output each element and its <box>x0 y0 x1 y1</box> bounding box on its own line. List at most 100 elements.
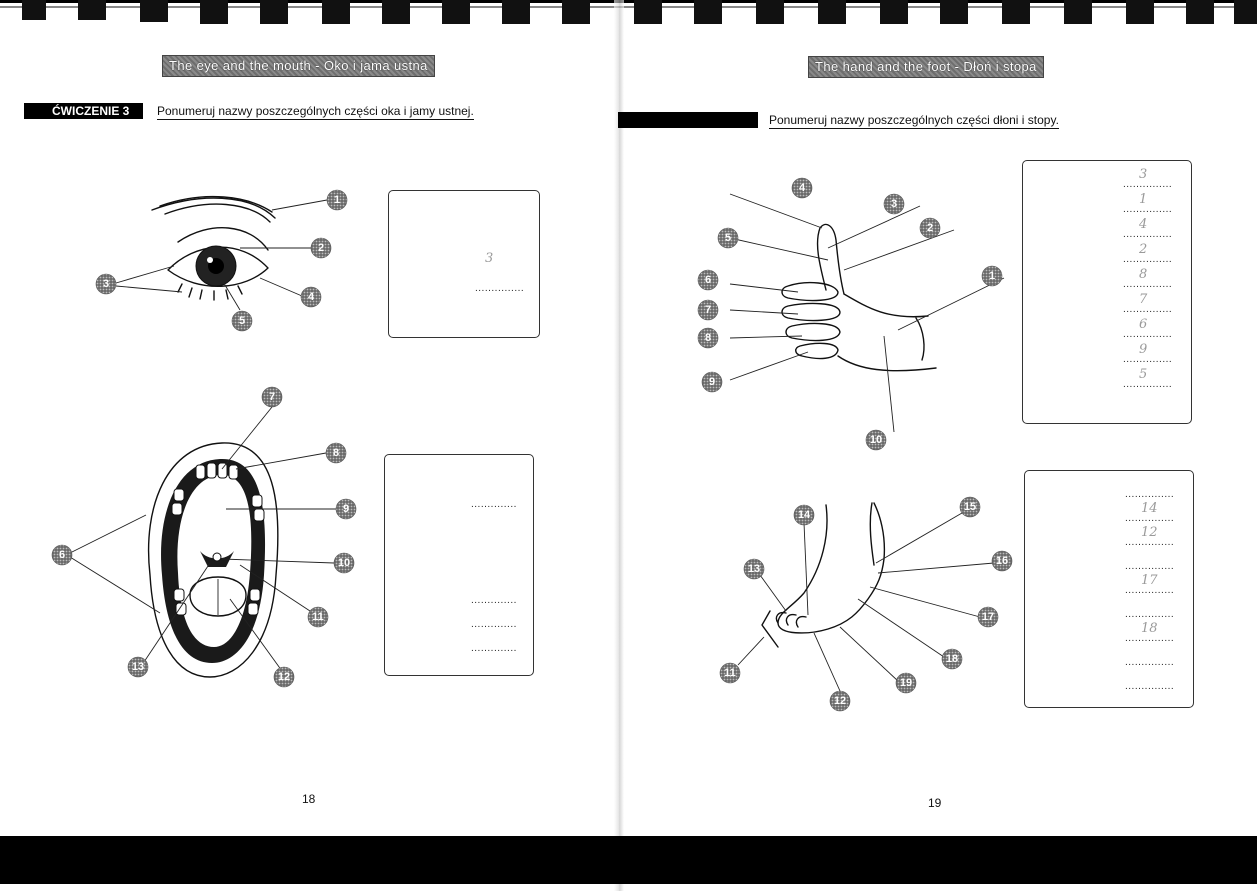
marker-19: 19 <box>895 672 917 694</box>
svg-text:12: 12 <box>834 695 846 707</box>
page-title-eye-mouth: The eye and the mouth - Oko i jama ustna <box>162 55 435 77</box>
handwritten-answer: 5 <box>1139 367 1148 382</box>
svg-text:9: 9 <box>343 503 349 515</box>
eye-illustration <box>115 195 328 311</box>
svg-text:1: 1 <box>989 270 995 282</box>
instruction-hand-foot: Ponumeruj nazwy poszczególnych części dł… <box>769 113 1059 129</box>
answer-line: ............... <box>1123 354 1173 365</box>
marker-15: 15 <box>959 496 981 518</box>
marker-12: 12 <box>273 666 295 688</box>
exercise-label: ĆWICZENIE 3 <box>24 103 144 119</box>
marker-7: 7 <box>697 299 719 321</box>
handwritten-answer: 12 <box>1141 525 1158 540</box>
answer-line: ............... <box>1125 681 1175 692</box>
marker-11: 11 <box>719 662 741 684</box>
instruction-eye-mouth: Ponumeruj nazwy poszczególnych części ok… <box>157 104 474 120</box>
book-gutter <box>614 0 624 891</box>
svg-text:17: 17 <box>982 611 994 623</box>
svg-text:3: 3 <box>103 278 109 290</box>
marker-1: 1 <box>981 265 1003 287</box>
answer-line: ............... <box>1123 229 1173 240</box>
answer-line: ............... <box>1125 537 1175 548</box>
marker-3: 3 <box>883 193 905 215</box>
marker-5: 5 <box>231 310 253 332</box>
handwritten-answer: 18 <box>1141 621 1158 636</box>
marker-18: 18 <box>941 648 963 670</box>
svg-text:1: 1 <box>334 194 340 206</box>
handwritten-answer: 3 <box>1139 167 1148 182</box>
svg-text:9: 9 <box>709 376 715 388</box>
svg-text:11: 11 <box>312 611 324 623</box>
handwritten-answer: 7 <box>1139 292 1148 307</box>
svg-text:10: 10 <box>870 434 882 446</box>
bottom-black-band <box>0 836 1257 884</box>
marker-1: 1 <box>326 189 348 211</box>
marker-2: 2 <box>919 217 941 239</box>
marker-4: 4 <box>791 177 813 199</box>
page-number-right: 19 <box>928 796 942 810</box>
answer-line: ............... <box>475 283 525 294</box>
foot-markers: 11 12 13 14 15 16 17 18 19 <box>719 496 1013 712</box>
marker-17: 17 <box>977 606 999 628</box>
svg-text:7: 7 <box>705 304 711 316</box>
svg-text:2: 2 <box>927 222 933 234</box>
svg-text:7: 7 <box>269 391 275 403</box>
page-title-hand-foot: The hand and the foot - Dłoń i stopa <box>808 56 1044 78</box>
svg-text:10: 10 <box>338 557 350 569</box>
handwritten-answer: 9 <box>1139 342 1148 357</box>
handwritten-answer: 17 <box>1141 573 1158 588</box>
answer-line: ............... <box>1125 657 1175 668</box>
answer-line: ............... <box>1125 585 1175 596</box>
answer-line: ............... <box>1125 633 1175 644</box>
foot-answer-box: ...............14...............12......… <box>1024 470 1194 708</box>
marker-16: 16 <box>991 550 1013 572</box>
marker-12: 12 <box>829 690 851 712</box>
mouth-markers: 6 7 8 9 10 11 12 13 <box>51 386 357 688</box>
right-page: The hand and the foot - Dłoń i stopa Pon… <box>618 0 1257 891</box>
faint-mark: 3 <box>485 251 494 266</box>
answer-line: .............. <box>471 619 517 630</box>
answer-line: ............... <box>1125 489 1175 500</box>
foot-illustration <box>737 502 995 692</box>
answer-line: ............... <box>1125 561 1175 572</box>
marker-6: 6 <box>697 269 719 291</box>
svg-text:6: 6 <box>705 274 711 286</box>
marker-5: 5 <box>717 227 739 249</box>
marker-14: 14 <box>793 504 815 526</box>
answer-line: ............... <box>1123 329 1173 340</box>
svg-text:14: 14 <box>798 509 811 521</box>
svg-text:5: 5 <box>239 315 245 327</box>
svg-text:6: 6 <box>59 549 65 561</box>
marker-9: 9 <box>335 498 357 520</box>
marker-2: 2 <box>310 237 332 259</box>
top-binding-strip <box>0 0 1257 24</box>
marker-13: 13 <box>743 558 765 580</box>
svg-text:15: 15 <box>964 501 976 513</box>
marker-7: 7 <box>261 386 283 408</box>
svg-text:5: 5 <box>725 232 731 244</box>
svg-text:11: 11 <box>724 667 736 679</box>
hand-answer-box: 3...............1...............4.......… <box>1022 160 1192 424</box>
mouth-illustration <box>69 406 336 678</box>
answer-line: ............... <box>1123 379 1173 390</box>
handwritten-answer: 6 <box>1139 317 1148 332</box>
svg-text:4: 4 <box>799 182 806 194</box>
svg-text:4: 4 <box>308 291 315 303</box>
page-number-left: 18 <box>302 792 316 806</box>
svg-text:3: 3 <box>891 198 897 210</box>
answer-line: .............. <box>471 595 517 606</box>
answer-line: ............... <box>1123 204 1173 215</box>
svg-text:16: 16 <box>996 555 1008 567</box>
exercise-bar <box>618 112 758 128</box>
svg-text:18: 18 <box>946 653 958 665</box>
answer-line: ............... <box>1125 609 1175 620</box>
marker-9: 9 <box>701 371 723 393</box>
marker-8: 8 <box>325 442 347 464</box>
svg-text:13: 13 <box>748 563 760 575</box>
svg-text:8: 8 <box>333 447 339 459</box>
handwritten-answer: 1 <box>1139 192 1148 207</box>
svg-text:8: 8 <box>705 332 711 344</box>
marker-10: 10 <box>865 429 887 451</box>
hand-illustration <box>729 193 1005 433</box>
